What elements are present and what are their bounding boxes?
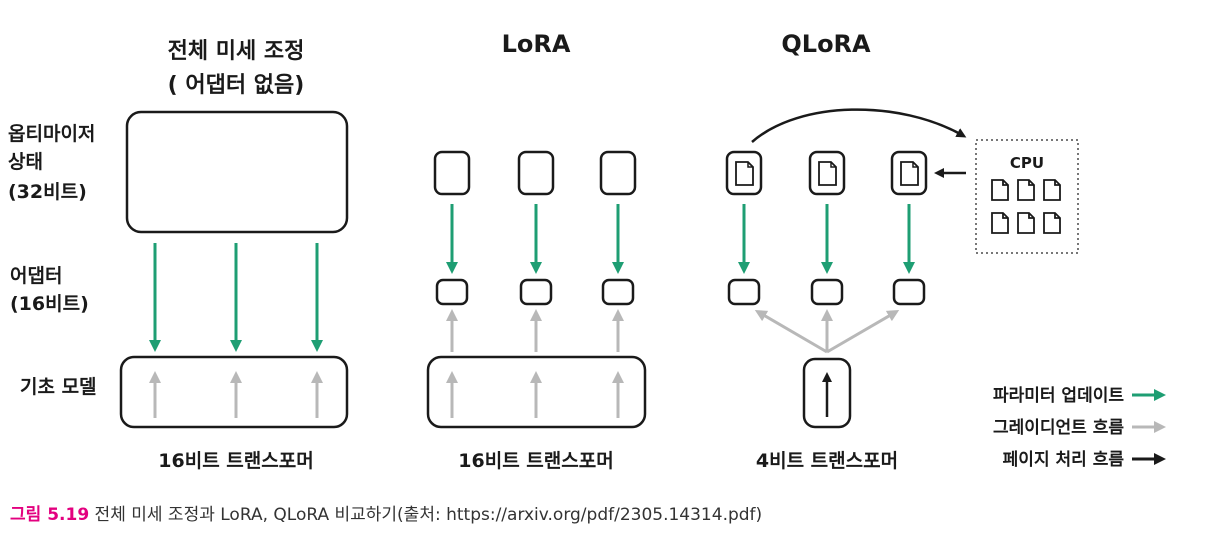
- qlora-transformer-label: 4비트 트랜스포머: [756, 450, 898, 472]
- optimizer-label-line2: 상태: [8, 151, 43, 173]
- lora-base-model-box: [426, 355, 647, 429]
- lora-adapter-box-3: [601, 278, 635, 306]
- qlora-gradient-fan-right: [826, 309, 900, 354]
- full-ft-transformer-label: 16비트 트랜스포머: [158, 450, 313, 472]
- full-ft-heading-line2: ( 어댑터 없음): [168, 73, 305, 98]
- cpu-label: CPU: [1010, 154, 1044, 172]
- legend-paging-flow-label: 페이지 처리 흐름: [1003, 450, 1125, 470]
- qlora-adapter-box-2: [810, 278, 844, 306]
- figure-caption: 그림 5.19 전체 미세 조정과 LoRA, QLoRA 비교하기(출처: h…: [10, 500, 762, 525]
- adapter-label-line2: (16비트): [10, 293, 89, 315]
- legend-gradient-flow-label: 그레이디언트 흐름: [993, 418, 1124, 438]
- optimizer-label-line3: (32비트): [8, 181, 87, 203]
- paging-to-cpu-arrow: [751, 108, 967, 143]
- cpu-pages: [991, 179, 1061, 234]
- full-ft-heading-line1: 전체 미세 조정: [168, 39, 305, 64]
- qlora-adapter-box-1: [727, 278, 761, 306]
- adapter-label-line1: 어댑터: [10, 265, 62, 287]
- cpu-memory-box: CPU: [975, 139, 1079, 254]
- qlora-optimizer-box-3: [890, 150, 928, 196]
- figure-number: 그림 5.19: [10, 505, 90, 525]
- lora-adapter-box-2: [519, 278, 553, 306]
- qlora-optimizer-box-1: [725, 150, 763, 196]
- qlora-base-model-box: [802, 357, 852, 429]
- lora-optimizer-box-3: [599, 150, 637, 196]
- qlora-gradient-fan-left: [754, 309, 828, 354]
- optimizer-state-box: [125, 110, 349, 234]
- base-model-label: 기초 모델: [20, 376, 97, 398]
- legend-param-update-label: 파라미터 업데이트: [993, 386, 1124, 406]
- lora-transformer-label: 16비트 트랜스포머: [458, 450, 613, 472]
- optimizer-label-line1: 옵티마이저: [8, 123, 95, 145]
- full-ft-base-model-box: [119, 355, 349, 429]
- qlora-adapter-box-3: [892, 278, 926, 306]
- qlora-heading: QLoRA: [781, 30, 871, 58]
- lora-optimizer-box-1: [433, 150, 471, 196]
- lora-heading: LoRA: [502, 30, 571, 58]
- legend: 파라미터 업데이트 그레이디언트 흐름 페이지 처리 흐름: [993, 386, 1166, 470]
- caption-text: 전체 미세 조정과 LoRA, QLoRA 비교하기(출처: https://a…: [89, 505, 763, 525]
- qlora-optimizer-box-2: [808, 150, 846, 196]
- comparison-diagram: 전체 미세 조정 ( 어댑터 없음) LoRA QLoRA 옵티마이저 상태 (…: [8, 30, 1166, 472]
- page-icon: [818, 161, 837, 186]
- page-icon: [900, 161, 919, 186]
- lora-adapter-box-1: [435, 278, 469, 306]
- page-icon: [735, 161, 754, 186]
- lora-optimizer-box-2: [517, 150, 555, 196]
